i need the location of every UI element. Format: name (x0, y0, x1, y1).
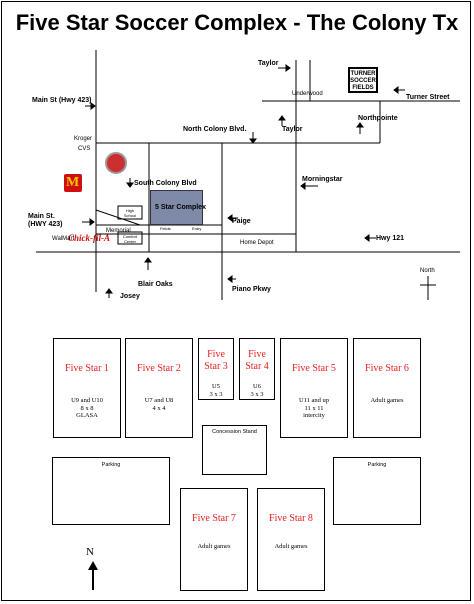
field-5-name: Five Star 5 (292, 363, 336, 374)
label-turner-street: Turner Street (406, 94, 450, 101)
label-hwy423-left: (HWY 423) (28, 221, 63, 228)
field-7-name: Five Star 7 (192, 513, 236, 524)
label-hwy121: Hwy 121 (376, 235, 405, 242)
field-8-sub-1: Adult games (274, 543, 308, 550)
north-label: N (86, 546, 94, 558)
label-taylor-top: Taylor (258, 60, 279, 67)
field-2-name: Five Star 2 (137, 363, 181, 374)
comfort-center-box (117, 231, 143, 245)
north-arrow-icon (88, 561, 98, 590)
label-home-depot: Home Depot (240, 240, 274, 246)
label-blair-oaks: Blair Oaks (138, 281, 173, 288)
field-1-sub-2: 8 x 8 (80, 404, 94, 412)
kroger-logo (105, 152, 127, 174)
field-five-star-4: Five Star 4 U6 3 x 3 (239, 338, 275, 400)
field-five-star-7: Five Star 7 Adult games (180, 488, 248, 591)
label-comfort-center: Comfort Center (122, 234, 138, 244)
field-1-sub-1: U9 and U10 (71, 397, 103, 404)
label-main-st-left: Main St. (28, 213, 55, 220)
field-five-star-5: Five Star 5 U11 and up 11 x 11 intercity (280, 338, 348, 438)
label-northpointe: Northpointe (358, 115, 398, 122)
label-entry-small: Entry (192, 226, 202, 231)
turner-soccer-fields-sign: TURNER SOCCER FIELDS (348, 67, 378, 93)
field-7-sub-1: Adult games (197, 543, 231, 550)
label-josey: Josey (120, 293, 140, 300)
field-2-sub-2: 4 x 4 (152, 404, 166, 412)
chickfila-logo: Chick-fil-A (68, 233, 110, 243)
page-title: Five Star Soccer Complex - The Colony Tx (15, 10, 459, 35)
parking-right: Parking (333, 457, 421, 525)
label-main-st-top: Main St (Hwy 423) (32, 97, 92, 104)
field-five-star-2: Five Star 2 U7 and U8 4 x 4 (125, 338, 193, 438)
label-memorial: Memorial (106, 228, 131, 234)
label-north-small: North (420, 268, 435, 274)
high-school-box (117, 205, 143, 220)
field-8-name: Five Star 8 (269, 513, 313, 524)
label-high-school: High School (123, 208, 137, 218)
concession-stand: Concession Stand (202, 425, 267, 475)
label-north-colony: North Colony Blvd. (183, 126, 247, 133)
mcdonalds-logo: M (64, 174, 82, 192)
field-five-star-6: Five Star 6 Adult games (353, 338, 421, 438)
field-1-name: Five Star 1 (65, 363, 109, 374)
field-3-sub-1: U5 (212, 383, 220, 390)
field-2-sub-1: U7 and U8 (144, 397, 174, 404)
label-morningstar: Morningstar (302, 176, 343, 183)
field-6-name: Five Star 6 (365, 363, 409, 374)
label-underwood: Underwood (292, 91, 323, 97)
mcdonalds-letter: M (66, 175, 80, 190)
parking-right-label: Parking (367, 462, 387, 468)
field-5-sub-3: intercity (303, 412, 325, 419)
field-five-star-8: Five Star 8 Adult games (257, 488, 325, 591)
label-taylor-mid: Taylor (282, 126, 303, 133)
field-5-sub-2: 11 x 11 (304, 404, 324, 412)
label-cvs: CVS (78, 146, 91, 152)
field-1-sub-3: GLASA (76, 412, 98, 419)
label-kroger: Kroger (74, 136, 93, 142)
field-5-sub-1: U11 and up (298, 397, 330, 404)
five-star-complex-label: 5 Star Complex (155, 204, 206, 211)
parking-left: Parking (52, 457, 170, 525)
field-6-sub-1: Adult games (370, 397, 404, 404)
concession-label: Concession Stand (212, 429, 257, 435)
label-south-colony: South Colony Blvd (134, 180, 197, 187)
parking-left-label: Parking (101, 462, 121, 468)
field-4-name: Five Star 4 (245, 349, 269, 372)
label-paige: Paige (232, 218, 251, 225)
field-five-star-1: Five Star 1 U9 and U10 8 x 8 GLASA (53, 338, 121, 438)
label-fields-small: Fields (160, 226, 171, 231)
field-five-star-3: Five Star 3 U5 3 x 3 (198, 338, 234, 400)
five-star-complex-aerial: 5 Star Complex (150, 190, 206, 225)
field-3-sub-2: 3 x 3 (209, 390, 223, 398)
label-piano-pkwy: Piano Pkwy (232, 286, 271, 293)
field-4-sub-2: 3 x 3 (250, 390, 264, 398)
field-3-name: Five Star 3 (204, 349, 228, 372)
field-4-sub-1: U6 (253, 383, 261, 390)
label-walmart: WalMart (52, 236, 75, 242)
